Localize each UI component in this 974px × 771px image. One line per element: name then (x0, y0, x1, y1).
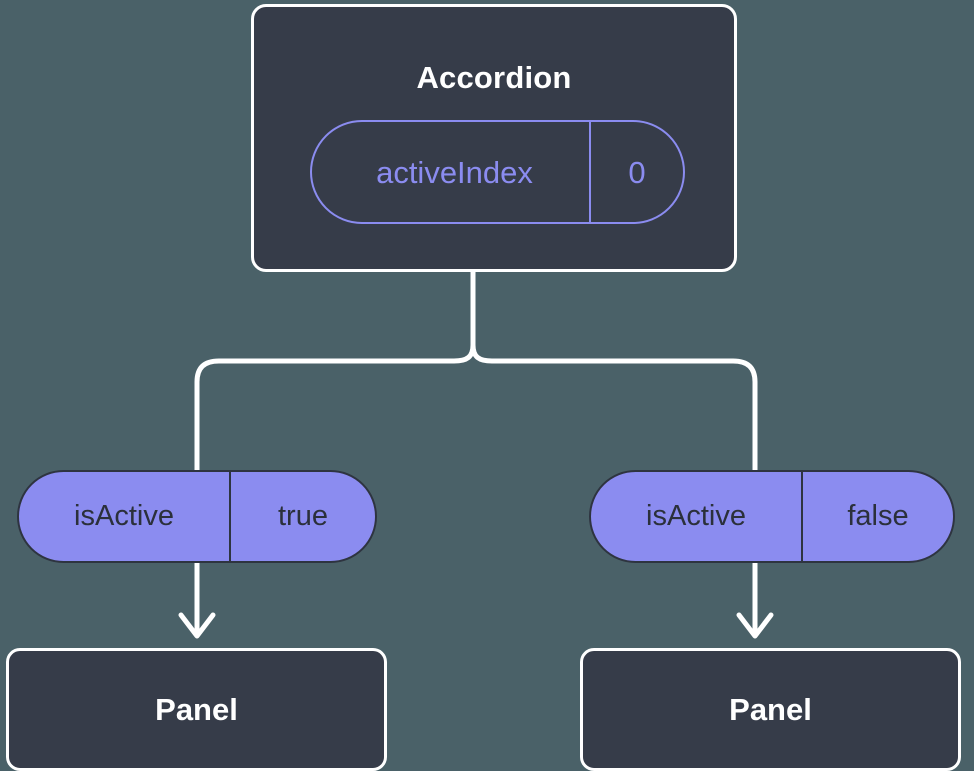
prop-pill-key-left: isActive (19, 472, 231, 561)
node-panel-right[interactable]: Panel (580, 648, 961, 771)
prop-pill-key-right: isActive (591, 472, 803, 561)
node-panel-left[interactable]: Panel (6, 648, 387, 771)
state-pill-activeindex[interactable]: activeIndex 0 (310, 120, 685, 224)
prop-pill-value-left: true (278, 500, 328, 532)
state-pill-key: activeIndex (312, 122, 591, 222)
node-panel-left-title: Panel (155, 692, 238, 727)
arrow-head-right (736, 612, 774, 639)
prop-pill-isactive-false[interactable]: isActive false (589, 470, 955, 563)
connector-right-branch (470, 269, 758, 473)
state-pill-value: 0 (628, 154, 646, 190)
prop-pill-isactive-true[interactable]: isActive true (17, 470, 377, 563)
node-accordion-title: Accordion (416, 60, 572, 95)
arrow-head-left (178, 612, 216, 639)
prop-pill-value-right: false (847, 500, 909, 532)
connector-left-branch (194, 269, 476, 473)
node-panel-right-title: Panel (729, 692, 812, 727)
node-accordion[interactable]: Accordion activeIndex 0 (251, 4, 737, 272)
